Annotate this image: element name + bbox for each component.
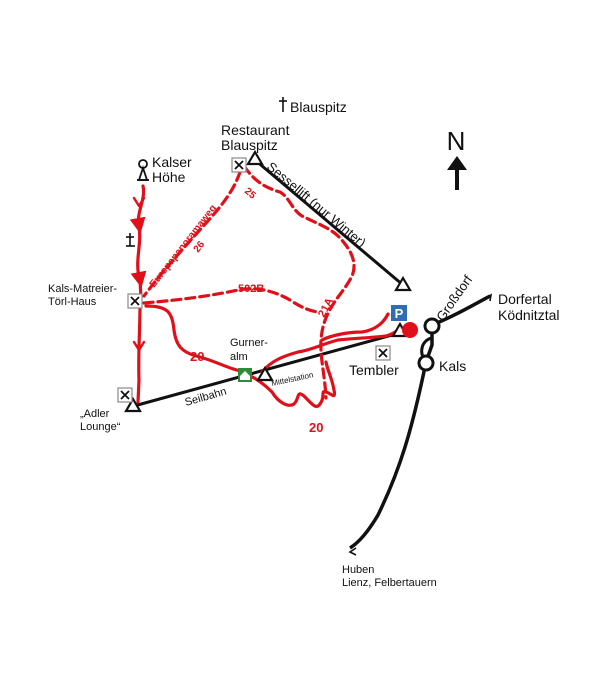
- sessellift-line: [254, 158, 404, 287]
- label-dorfertal-1: Dorfertal: [498, 291, 552, 307]
- label-trail-25: 25: [242, 186, 258, 202]
- trails: [129, 164, 404, 408]
- station-sessellift-top-icon: [394, 275, 412, 292]
- label-trail-21a: 21A: [316, 296, 336, 320]
- label-kmt-1: Kals-Matreier-: [48, 283, 117, 295]
- arrow-1: [132, 196, 146, 208]
- north-label: N: [447, 126, 466, 156]
- trail-20-loop: [244, 360, 337, 408]
- station-restaurant-icon: [246, 149, 264, 166]
- label-sessellift: Sessellift (nur Winter): [264, 159, 369, 250]
- parking-icon: P: [391, 305, 407, 321]
- label-kalser-2: Höhe: [152, 169, 186, 185]
- trail-tembler-loop: [320, 312, 390, 342]
- restaurant-kmt-icon: [127, 293, 143, 309]
- trail-25: [242, 164, 356, 400]
- road-main: [349, 325, 434, 550]
- cross-icon: [279, 97, 287, 112]
- roads: [348, 293, 493, 556]
- restaurant-adler-icon: [117, 387, 133, 403]
- label-adler-2: Lounge“: [80, 421, 121, 433]
- north-arrow: N: [447, 126, 467, 190]
- label-kalser-1: Kalser: [152, 154, 192, 170]
- road-dorfertal-arrow: [485, 293, 493, 302]
- label-trail-20-a: 20: [190, 349, 204, 364]
- label-trail-502b: 502B: [238, 283, 264, 295]
- station-adler-icon: [124, 396, 142, 413]
- restaurant-tembler-icon: [375, 345, 391, 361]
- trail-20-connect: [260, 326, 404, 374]
- arrow-2: [132, 340, 146, 352]
- label-dorfertal-2: Ködnitztal: [498, 307, 559, 323]
- lift-labels: Sessellift (nur Winter) Seilbahn: [184, 159, 369, 409]
- trail-502b: [142, 287, 322, 314]
- restaurant-blauspitz-icon: [231, 157, 247, 173]
- label-trail-20-b: 20: [309, 420, 323, 435]
- label-blauspitz: Blauspitz: [290, 99, 347, 115]
- restaurant-icons: [117, 157, 391, 403]
- kals-icon: [417, 354, 435, 372]
- trail-20-west: [144, 304, 248, 374]
- hut-icon: [238, 368, 252, 382]
- label-kmt-2: Törl-Haus: [48, 296, 97, 308]
- label-mittelstation: Mittelstation: [271, 370, 315, 388]
- label-huben-2: Lienz, Felbertauern: [342, 577, 437, 589]
- label-restaurant-1: Restaurant: [221, 122, 290, 138]
- parking-label: P: [395, 306, 404, 321]
- label-gurner-2: alm: [230, 351, 248, 363]
- trail-europapanoramaweg: [142, 170, 242, 298]
- label-restaurant-2: Blauspitz: [221, 137, 278, 153]
- start-point-icon: [402, 322, 418, 338]
- label-adler-1: „Adler: [80, 408, 110, 420]
- lifts: [133, 158, 404, 408]
- seilbahn-line: [133, 330, 404, 408]
- label-europapanoramaweg: Europapanoramaweg: [148, 203, 219, 290]
- station-mittelstation-icon: [256, 365, 274, 382]
- place-labels: Blauspitz Restaurant Blauspitz Kalser Hö…: [48, 99, 559, 589]
- summit-kalser-icon: [137, 159, 149, 181]
- label-gurner-1: Gurner-: [230, 337, 268, 349]
- road-huben-arrow: [348, 547, 357, 556]
- label-huben-1: Huben: [342, 564, 374, 576]
- grossdorf-icon: [423, 317, 441, 335]
- trail-kmt-to-adler: [136, 303, 142, 404]
- label-kals: Kals: [439, 358, 466, 374]
- label-tembler: Tembler: [349, 362, 399, 378]
- cross-small-icon: [126, 233, 135, 247]
